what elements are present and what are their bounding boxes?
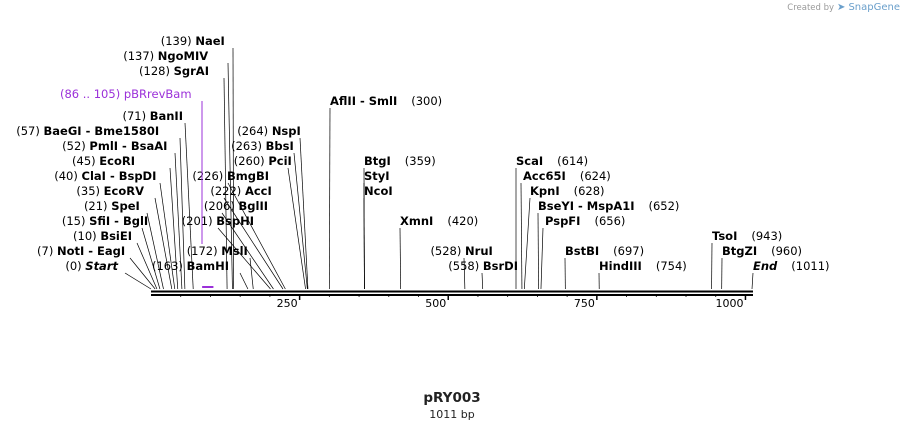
site-label-tsoi: TsoI(943) [712, 229, 782, 243]
credit-brand: SnapGene [848, 2, 900, 13]
site-label-noti-eagi: (7) NotI - EagI [37, 244, 125, 258]
site-label-baegi-bme1580i: (57) BaeGI - Bme1580I [16, 124, 159, 138]
dna-backbone [151, 290, 753, 296]
site-lead [146, 212, 164, 290]
sequence-title: pRY003 [423, 390, 481, 406]
site-lead [537, 212, 539, 290]
site-lead [249, 257, 254, 290]
snapgene-credit: Created by ➤ SnapGene [787, 2, 900, 13]
axis-tick-label: 500 [425, 297, 446, 310]
backbone-strand-bottom [151, 294, 753, 296]
site-label-btgi: BtgI(359) [364, 154, 436, 168]
primer-arrow [202, 286, 214, 288]
site-label-xmni: XmnI(420) [400, 214, 478, 228]
site-lead [184, 122, 194, 290]
site-lead [223, 77, 228, 290]
site-lead [136, 242, 158, 290]
site-label-aflii-smli: AflII - SmlI(300) [330, 94, 442, 108]
site-label-ngomiv: (137) NgoMIV [123, 49, 208, 63]
site-lead [239, 272, 249, 290]
site-label-bamhi: (163) BamHI [152, 259, 229, 273]
site-lead [293, 152, 308, 290]
site-lead [299, 137, 309, 290]
site-label-bseyi-mspa1i: BseYI - MspA1I(652) [538, 199, 679, 213]
site-label-bbsi: (263) BbsI [231, 139, 294, 153]
axis-tick-label: 1000 [715, 297, 743, 310]
site-label-bsrdi: (558) BsrDI [448, 259, 518, 273]
site-lead [223, 197, 284, 290]
site-label-banii: (71) BanII [122, 109, 183, 123]
site-label-bsiei: (10) BsiEI [73, 229, 132, 243]
site-lead [523, 197, 531, 290]
site-label-kpni: KpnI(628) [530, 184, 605, 198]
site-label-nrui: (528) NruI [430, 244, 492, 258]
primer-annotation: (86 .. 105) pBRrevBam [60, 87, 214, 288]
site-lead [154, 197, 173, 290]
plasmid-map: (139) NaeI(137) NgoMIV(128) SgrAI (71) Ba… [16, 34, 829, 310]
site-lead [463, 257, 466, 290]
site-label-acc65i: Acc65I(624) [523, 169, 611, 183]
site-lead [751, 272, 754, 290]
site-lead [169, 167, 179, 290]
site-label-bstbi: BstBI(697) [565, 244, 644, 258]
snapgene-logo-icon: ➤ [837, 2, 846, 13]
site-lead [174, 152, 183, 290]
site-lead [328, 107, 331, 290]
site-lead [227, 182, 286, 290]
site-lead [129, 257, 156, 290]
site-label-bsphi: (201) BspHI [182, 214, 254, 228]
site-lead [481, 272, 484, 290]
site-label-pspfi: PspFI(656) [545, 214, 625, 228]
site-lead [221, 212, 274, 290]
site-label-pmli-bsaai: (52) PmlI - BsaAI [62, 139, 167, 153]
site-label-btgzi: BtgZI(960) [722, 244, 802, 258]
primer-label: (86 .. 105) pBRrevBam [60, 87, 192, 101]
site-label-scai: ScaI(614) [516, 154, 588, 168]
site-lead [159, 182, 176, 290]
site-label-start: (0) Start [65, 259, 118, 273]
site-label-msli: (172) MslI [187, 244, 248, 258]
credit-prefix: Created by [787, 2, 835, 13]
site-lead [287, 167, 306, 290]
site-label-bmgbi: (226) BmgBI [192, 169, 269, 183]
site-label-bglii: (206) BglII [204, 199, 268, 213]
bp-axis: 250 500 750 1000 [180, 295, 747, 310]
site-label-hindiii: HindIII(754) [599, 259, 687, 273]
axis-tick-label: 250 [277, 297, 298, 310]
site-label-clai-bspdi: (40) ClaI - BspDI [54, 169, 156, 183]
site-label-pcii: (260) PciI [234, 154, 292, 168]
site-label-styi: StyI [364, 169, 390, 183]
axis-tick-label: 750 [574, 297, 595, 310]
site-label-ecorv: (35) EcoRV [76, 184, 144, 198]
site-lead [217, 227, 271, 290]
site-label-acci: (222) AccI [210, 184, 271, 198]
site-label-end: End(1011) [753, 259, 830, 273]
site-lead [141, 227, 161, 290]
site-lead [179, 137, 186, 290]
site-label-ncoi: NcoI [364, 184, 393, 198]
site-label-sfii-bgli: (15) SfiI - BglI [62, 214, 148, 228]
site-label-naei: (139) NaeI [161, 34, 225, 48]
site-lead [399, 227, 402, 290]
site-label-ecori: (45) EcoRI [72, 154, 135, 168]
site-lead [540, 227, 544, 290]
site-lead [520, 182, 523, 290]
site-label-nspi: (264) NspI [237, 124, 301, 138]
site-label-spei: (21) SpeI [84, 199, 140, 213]
site-label-sgrai: (128) SgrAI [139, 64, 209, 78]
site-lead [232, 47, 234, 290]
site-lead [124, 272, 152, 290]
site-lead [227, 62, 233, 290]
label-leads [124, 47, 754, 290]
backbone-strand-top [151, 290, 753, 293]
sequence-length: 1011 bp [429, 408, 475, 421]
site-labels: (139) NaeI(137) NgoMIV(128) SgrAI (71) Ba… [16, 34, 829, 273]
